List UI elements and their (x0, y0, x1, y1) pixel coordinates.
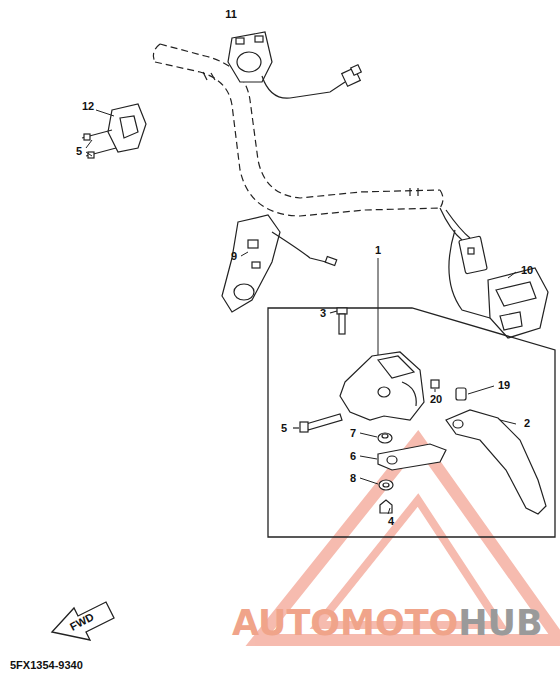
switch-10 (440, 208, 548, 338)
callout-number: 6 (350, 451, 356, 462)
callout-number: 5 (281, 423, 287, 434)
lever-2 (446, 410, 546, 514)
lever-holder-1 (340, 352, 424, 420)
assembly-frame (268, 308, 555, 537)
holder-12 (82, 104, 146, 158)
callout-number: 11 (225, 9, 237, 20)
callout-number: 9 (231, 251, 237, 262)
callout-number: 7 (350, 428, 356, 439)
screw-20 (431, 380, 439, 388)
callout-number: 2 (524, 418, 530, 429)
callout-number: 1 (375, 245, 381, 256)
pivot-parts (378, 433, 446, 513)
callout-number: 8 (350, 473, 356, 484)
callout-number: 20 (430, 394, 442, 405)
pin-19 (456, 388, 466, 400)
handlebar (153, 44, 443, 216)
callout-number: 10 (521, 265, 533, 276)
callout-number: 5 (76, 146, 82, 157)
handlebar-marks (203, 72, 418, 196)
fwd-arrow (52, 602, 114, 640)
screw-5 (293, 414, 342, 432)
switch-9 (222, 215, 337, 312)
watermark-text: AUTOMOTO (232, 606, 458, 641)
callout-number: 3 (320, 308, 326, 319)
switch-11 (228, 32, 361, 98)
watermark-text: HUB (458, 606, 542, 641)
callout-number: 19 (498, 380, 510, 391)
callout-number: 12 (82, 101, 94, 112)
drawing-number: 5FX1354-9340 (10, 660, 83, 671)
bolt-3 (330, 308, 347, 334)
callout-number: 4 (388, 516, 394, 527)
